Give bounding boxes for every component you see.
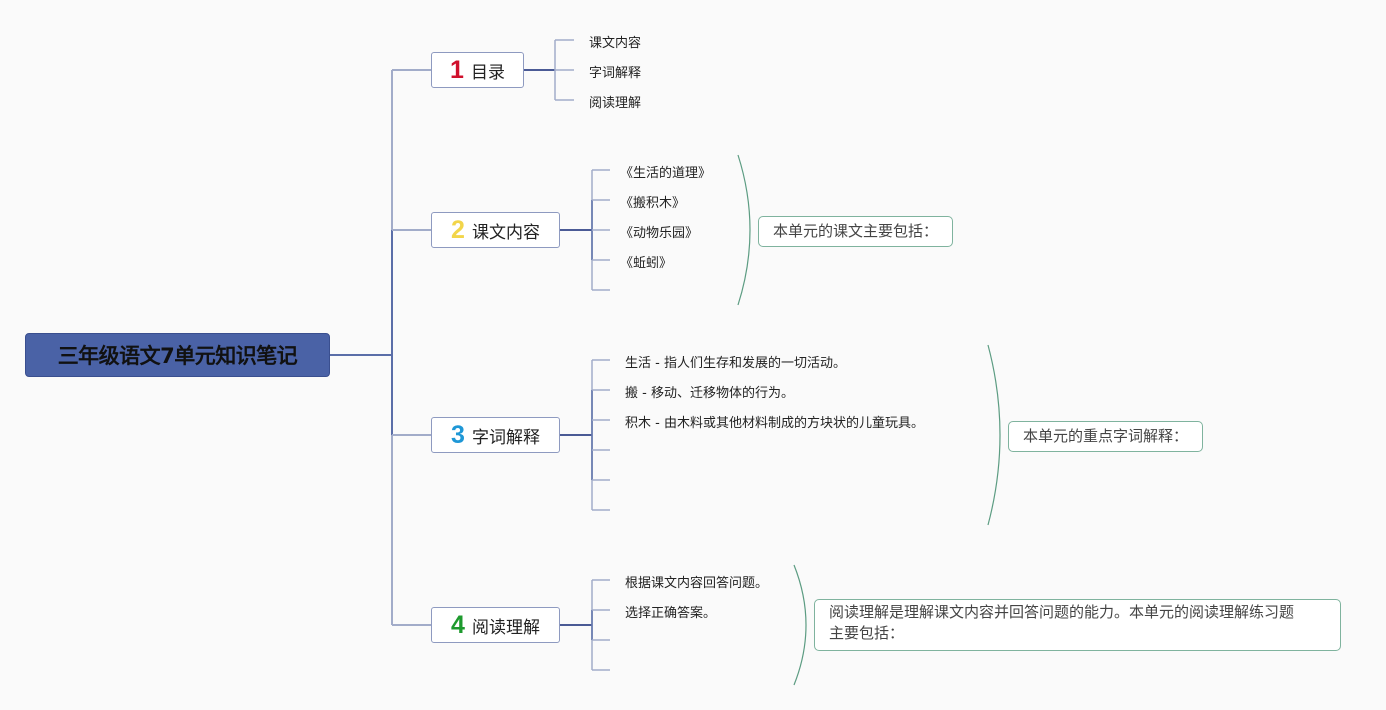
branch-label: 课文内容 — [471, 222, 540, 243]
summary-bracket-3 — [987, 344, 1001, 526]
branch-label: 字词解释 — [471, 427, 540, 448]
summary-note-reading[interactable]: 阅读理解是理解课文内容并回答问题的能力。本单元的阅读理解练习题 主要包括： — [814, 599, 1341, 651]
branch-vocabulary[interactable]: 3 字词解释 — [431, 417, 560, 453]
number-2-icon: 2 — [451, 215, 465, 244]
leaf-topic[interactable]: 积木 - 由木料或其他材料制成的方块状的儿童玩具。 — [625, 416, 924, 431]
summary-bracket-4 — [793, 564, 807, 686]
leaf-topic[interactable]: 生活 - 指人们生存和发展的一切活动。 — [625, 356, 846, 371]
branch-label: 目录 — [470, 62, 505, 83]
branch-label: 阅读理解 — [471, 617, 540, 638]
summary-bracket-2 — [737, 154, 751, 306]
number-1-icon: 1 — [450, 55, 464, 84]
leaf-topic[interactable]: 《动物乐园》 — [620, 226, 699, 241]
branch-reading[interactable]: 4 阅读理解 — [431, 607, 560, 643]
summary-line: 阅读理解是理解课文内容并回答问题的能力。本单元的阅读理解练习题 — [829, 603, 1295, 621]
leaf-topic[interactable]: 《搬积木》 — [620, 196, 686, 211]
leaf-topic[interactable]: 《生活的道理》 — [620, 166, 712, 181]
leaf-topic[interactable]: 选择正确答案。 — [625, 606, 717, 621]
root-topic[interactable]: 三年级语文7单元知识笔记 — [25, 333, 330, 377]
number-3-icon: 3 — [451, 420, 465, 449]
leaf-topic[interactable]: 搬 - 移动、迁移物体的行为。 — [625, 386, 794, 401]
leaf-topic[interactable]: 阅读理解 — [589, 96, 642, 111]
number-4-icon: 4 — [451, 610, 465, 639]
leaf-topic[interactable]: 课文内容 — [589, 36, 642, 51]
leaf-topic[interactable]: 根据课文内容回答问题。 — [625, 576, 769, 591]
branch-lesson-content[interactable]: 2 课文内容 — [431, 212, 560, 248]
leaf-topic[interactable]: 《蚯蚓》 — [620, 256, 673, 271]
summary-note-vocabulary[interactable]: 本单元的重点字词解释： — [1008, 421, 1204, 452]
branch-toc[interactable]: 1 目录 — [431, 52, 524, 88]
leaf-topic[interactable]: 字词解释 — [589, 66, 642, 81]
summary-note-lessons[interactable]: 本单元的课文主要包括： — [758, 216, 954, 247]
summary-line: 主要包括： — [829, 624, 905, 642]
